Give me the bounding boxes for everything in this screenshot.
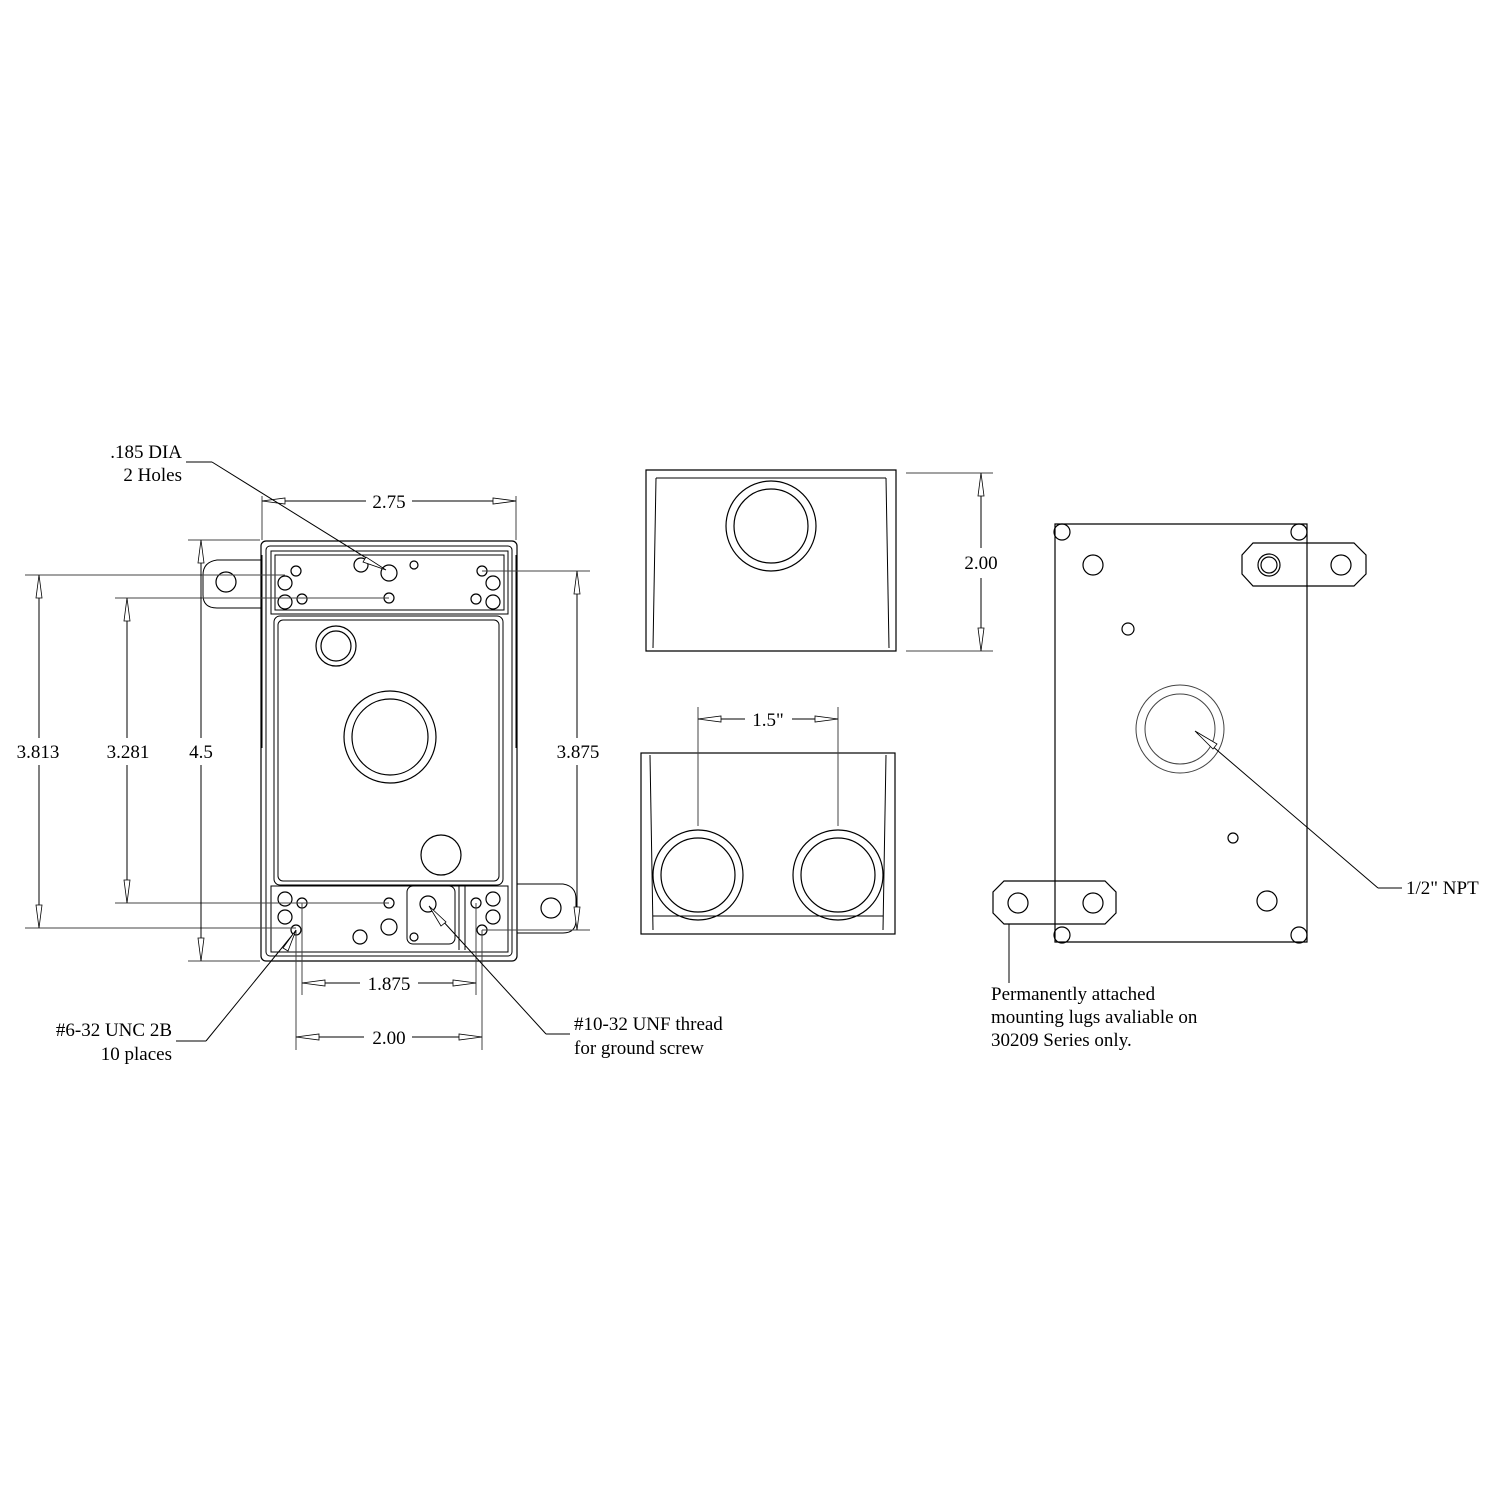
tapped-hole [277, 891, 293, 907]
dim-side-height-2-00: 2.00 [964, 553, 997, 574]
end-hub-right-inner [800, 837, 876, 913]
dim-height-3-813: 3.813 [17, 742, 60, 763]
npt-hub-inner [1144, 693, 1216, 765]
tapped-hole [353, 557, 369, 573]
corner-hole [1290, 523, 1308, 541]
corner-hole [1290, 926, 1308, 944]
end-hub-left-outer [652, 829, 744, 921]
dim-spacing-1-875: 1.875 [368, 974, 411, 995]
hub-inner [351, 698, 429, 776]
lug-note-line3: 30209 Series only. [991, 1030, 1132, 1051]
corner-hole [1053, 523, 1071, 541]
bottom-plate [270, 885, 509, 953]
right-lug-hole [540, 897, 562, 919]
tapped-hole [485, 575, 501, 591]
back-view: 1/2" NPT Permanently attached mounting l… [991, 523, 1479, 1051]
note-dia-line1: .185 DIA [110, 442, 182, 463]
box-outer-outline [260, 540, 518, 962]
end-hub-left-inner [660, 837, 736, 913]
back-mounting-hole [1256, 890, 1278, 912]
side-view: 2.00 [645, 469, 998, 652]
tapped-hole [485, 909, 501, 925]
tapped-hole [485, 594, 501, 610]
ground-screw-hole [419, 895, 437, 913]
tapped-hole [277, 575, 293, 591]
lug-hole [1007, 892, 1029, 914]
knockout-lower [420, 834, 462, 876]
end-body-outline [640, 752, 896, 935]
back-mounting-hole [1082, 554, 1104, 576]
back-body-outline [1054, 523, 1308, 943]
tapped-hole [277, 909, 293, 925]
left-lug-hole [215, 571, 237, 593]
tapped-hole [485, 891, 501, 907]
dim-spacing-2-00: 2.00 [372, 1028, 405, 1049]
lug-hole-inner [1260, 556, 1278, 574]
npt-label: 1/2" NPT [1406, 878, 1479, 899]
back-small-hole [1121, 622, 1135, 636]
note-dia-line2: 2 Holes [123, 465, 182, 486]
dim-height-3-875: 3.875 [557, 742, 600, 763]
lug-note-line2: mounting lugs avaliable on [991, 1007, 1198, 1028]
tapped-hole [352, 929, 368, 945]
tapped-hole [470, 593, 482, 605]
lug-hole [1082, 892, 1104, 914]
lug-hole [1257, 553, 1281, 577]
side-hub-inner [733, 488, 809, 564]
dim-height-3-281: 3.281 [107, 742, 150, 763]
small-knockout-inner [320, 630, 352, 662]
end-hub-right-outer [792, 829, 884, 921]
mounting-hole-185 [380, 918, 398, 936]
top-mounting-lug [1241, 542, 1367, 587]
dim-height-4-5: 4.5 [189, 742, 213, 763]
small-knockout [315, 625, 357, 667]
tapped-hole [409, 932, 419, 942]
dim-width-2-75: 2.75 [372, 492, 405, 513]
end-view: 1.5" [640, 707, 896, 935]
right-mounting-lug [517, 883, 577, 934]
box-inner-outline [265, 545, 513, 957]
side-hub-outer [725, 480, 817, 572]
side-body-outline [645, 469, 897, 652]
left-mounting-lug [202, 559, 261, 609]
tapped-hole [409, 560, 419, 570]
corner-hole [1053, 926, 1071, 944]
lug-hole [1330, 554, 1352, 576]
tapped-hole [290, 565, 302, 577]
tapped-hole [277, 594, 293, 610]
top-plate [270, 550, 509, 615]
npt-hub-outer [1135, 684, 1225, 774]
lug-note-line1: Permanently attached [991, 984, 1156, 1005]
device-cavity [273, 615, 504, 886]
note-unf-line2: for ground screw [574, 1038, 704, 1059]
front-view: 2.75 3.813 3.281 4.5 3.875 1.875 2.00 [17, 442, 724, 1065]
note-unf-line1: #10-32 UNF thread [574, 1014, 723, 1035]
hub-outer [343, 690, 437, 784]
back-small-hole [1227, 832, 1239, 844]
bottom-mounting-lug [992, 880, 1117, 925]
dim-hub-spacing-1-5: 1.5" [752, 710, 784, 731]
note-unc-line1: #6-32 UNC 2B [56, 1020, 172, 1041]
mounting-hole-185 [380, 564, 398, 582]
tapped-hole [296, 593, 308, 605]
note-unc-line2: 10 places [101, 1044, 172, 1065]
